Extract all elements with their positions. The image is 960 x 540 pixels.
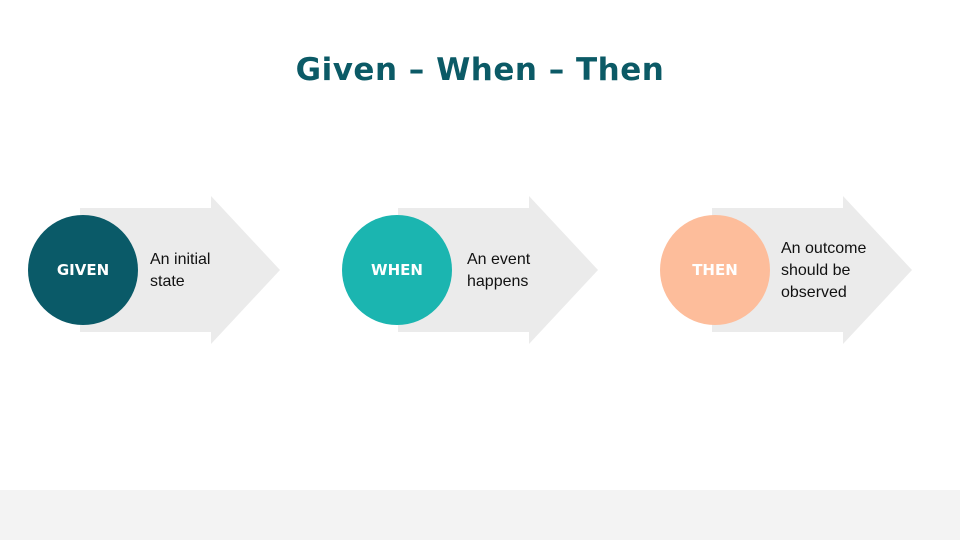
given-description: An initial state — [150, 251, 211, 290]
when-description: An event happens — [467, 251, 531, 290]
then-label: THEN — [692, 261, 738, 279]
then-circle: THEN — [660, 215, 770, 325]
when-circle: WHEN — [342, 215, 452, 325]
slide-title: Given – When – Then — [295, 52, 665, 88]
arrow-shape-when — [398, 196, 598, 344]
arrow-shape-then — [712, 196, 912, 344]
when-label: WHEN — [371, 261, 423, 279]
footer-band — [0, 490, 960, 540]
arrow-shape-given — [80, 196, 280, 344]
then-description: An outcome should be observed — [781, 240, 867, 301]
given-circle: GIVEN — [28, 215, 138, 325]
given-label: GIVEN — [56, 261, 110, 279]
